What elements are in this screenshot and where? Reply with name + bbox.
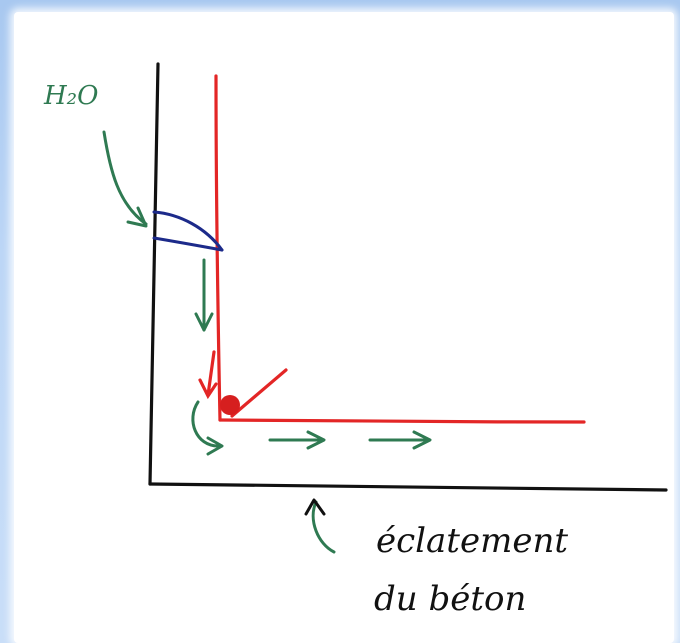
caption-line-1: éclatement <box>376 521 568 561</box>
rebar <box>198 74 586 424</box>
rebar-horizontal <box>218 418 586 424</box>
water-flow-arrows <box>102 130 432 554</box>
water-inflow-arrow <box>102 130 148 226</box>
drawing-sheet <box>14 12 674 643</box>
caption-pointer-arrow <box>311 500 336 554</box>
rebar-corner-diagonal <box>230 368 288 418</box>
water-label: H₂O <box>43 81 98 111</box>
concrete-floor-line <box>148 482 668 492</box>
concrete-outline <box>148 62 668 492</box>
spall-dot <box>220 395 240 415</box>
concrete-wall-line <box>148 62 160 486</box>
rebar-small-arrow <box>198 350 218 400</box>
caption-line-2: du béton <box>374 579 526 619</box>
corner-curl-arrow <box>191 400 220 448</box>
water-level <box>152 210 224 252</box>
